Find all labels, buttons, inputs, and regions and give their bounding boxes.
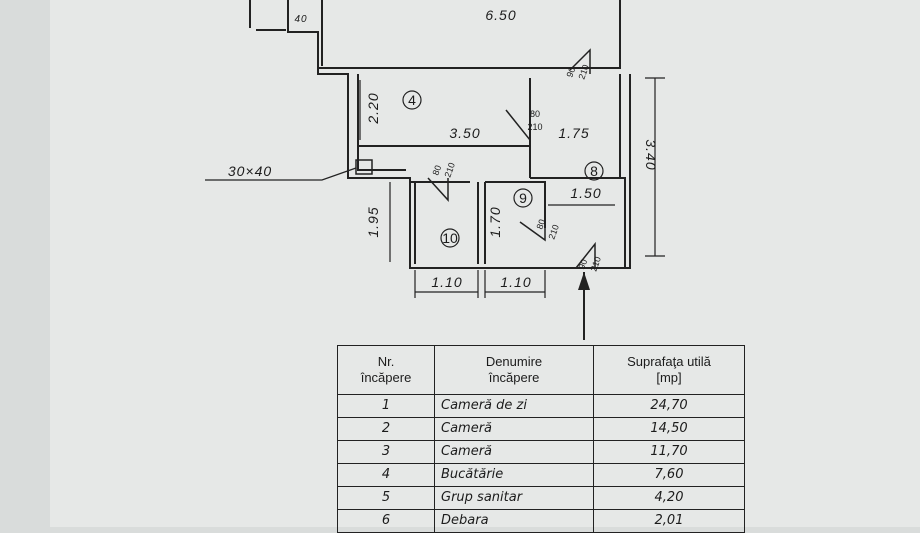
cell-name: Cameră bbox=[434, 417, 594, 441]
cell-area: 14,50 bbox=[593, 417, 745, 441]
dim-line bbox=[645, 77, 665, 257]
cell-name: Bucătărie bbox=[434, 463, 594, 487]
room-number-9: 9 bbox=[519, 190, 527, 206]
column-leader bbox=[205, 167, 357, 181]
door-label-height: 210 bbox=[527, 122, 542, 132]
room-number-10: 10 bbox=[442, 230, 458, 246]
door-swing bbox=[519, 221, 546, 242]
cell-area: 7,60 bbox=[593, 463, 745, 487]
door-label-width: 80 bbox=[534, 218, 547, 231]
door-label-width: 90 bbox=[564, 66, 577, 79]
dim-room9-width: 1.10 bbox=[500, 274, 531, 290]
room-marker bbox=[440, 228, 460, 248]
cell-nr: 2 bbox=[337, 417, 435, 441]
header-name: Denumire încăpere bbox=[434, 345, 594, 395]
dim-kitchen-height: 2.20 bbox=[365, 92, 381, 124]
header-area-text: Suprafaţa utilă [mp] bbox=[627, 354, 711, 385]
table-header-row: Nr. încăpere Denumire încăpere Suprafaţa… bbox=[337, 345, 745, 395]
cell-nr: 4 bbox=[337, 463, 435, 487]
entry-arrow bbox=[578, 272, 590, 340]
door-swing bbox=[575, 241, 596, 269]
door-label-width: 80 bbox=[430, 164, 443, 177]
room-number-8: 8 bbox=[590, 163, 598, 179]
room-area-table: Nr. încăpere Denumire încăpere Suprafaţa… bbox=[337, 345, 745, 533]
wall bbox=[410, 181, 546, 228]
door-swing bbox=[427, 177, 449, 202]
dim-hall-width: 1.75 bbox=[558, 125, 589, 141]
door-label-height: 210 bbox=[576, 63, 591, 81]
cell-area: 11,70 bbox=[593, 440, 745, 464]
wall bbox=[317, 68, 631, 269]
dim-line bbox=[414, 270, 546, 298]
column-30x40 bbox=[355, 159, 373, 175]
table-row: 3 Cameră 11,70 bbox=[337, 440, 745, 464]
door-swing bbox=[505, 109, 531, 143]
cell-name: Grup sanitar bbox=[434, 486, 594, 510]
cell-nr: 6 bbox=[337, 509, 435, 533]
room-number-4: 4 bbox=[408, 92, 416, 108]
table-row: 2 Cameră 14,50 bbox=[337, 417, 745, 441]
table-row: 4 Bucătărie 7,60 bbox=[337, 463, 745, 487]
dim-room10-width: 1.10 bbox=[431, 274, 462, 290]
cell-nr: 1 bbox=[337, 394, 435, 418]
dim-corner-piece: 40 bbox=[294, 14, 307, 25]
dim-top-width: 6.50 bbox=[485, 7, 516, 23]
dim-right-height: 3.40 bbox=[643, 139, 659, 170]
cell-area: 24,70 bbox=[593, 394, 745, 418]
cell-nr: 3 bbox=[337, 440, 435, 464]
door-label-height: 210 bbox=[442, 161, 457, 179]
table-row: 1 Cameră de zi 24,70 bbox=[337, 394, 745, 418]
header-nr: Nr. încăpere bbox=[337, 345, 435, 395]
wall bbox=[619, 74, 626, 268]
dim-small-room-width: 1.50 bbox=[570, 185, 601, 201]
cell-name: Cameră bbox=[434, 440, 594, 464]
table-row: 6 Debara 2,01 bbox=[337, 509, 745, 533]
door-label-height: 210 bbox=[546, 223, 561, 241]
header-area: Suprafaţa utilă [mp] bbox=[593, 345, 745, 395]
cell-nr: 5 bbox=[337, 486, 435, 510]
door-label-width: 90 bbox=[576, 258, 589, 271]
wall bbox=[357, 74, 406, 171]
room-marker bbox=[584, 161, 604, 181]
wall bbox=[249, 0, 621, 69]
wall bbox=[414, 182, 486, 264]
door-label-height: 210 bbox=[588, 255, 603, 273]
cell-area: 2,01 bbox=[593, 509, 745, 533]
table-row: 5 Grup sanitar 4,20 bbox=[337, 486, 745, 510]
door-swing bbox=[569, 48, 591, 74]
door-label-width: 80 bbox=[530, 109, 540, 119]
header-name-text: Denumire încăpere bbox=[485, 354, 543, 385]
cell-area: 4,20 bbox=[593, 486, 745, 510]
header-nr-text: Nr. încăpere bbox=[360, 354, 412, 385]
dim-bath-height: 1.70 bbox=[487, 206, 503, 237]
dim-kitchen-width: 3.50 bbox=[449, 125, 480, 141]
dim-column: 30×40 bbox=[228, 163, 272, 179]
dim-lower-left-height: 1.95 bbox=[365, 206, 381, 237]
room-marker bbox=[513, 188, 533, 208]
cell-name: Debara bbox=[434, 509, 594, 533]
room-marker bbox=[402, 90, 422, 110]
cell-name: Cameră de zi bbox=[434, 394, 594, 418]
